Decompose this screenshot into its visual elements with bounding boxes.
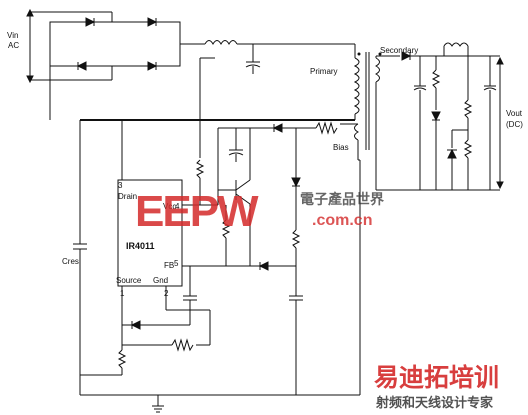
vout-dc-label: (DC) xyxy=(506,120,523,129)
edatop-cn-text: 易迪拓培训 xyxy=(374,363,499,392)
input-filter xyxy=(199,40,355,158)
vout-arrow xyxy=(496,56,504,190)
secondary-label: Secondary xyxy=(380,46,418,55)
edatop-sub-text: 射频和天线设计专家 xyxy=(375,395,494,410)
transformer-secondary xyxy=(374,42,500,191)
pin5-label: 5 xyxy=(174,259,179,268)
eepw-logo-text: EEPW xyxy=(135,187,259,236)
bridge-rectifier xyxy=(49,12,205,90)
control-ic xyxy=(117,120,296,300)
pin2-label: 2 xyxy=(164,289,169,298)
drain-label: Drain xyxy=(118,192,137,201)
transformer-primary xyxy=(80,44,370,150)
cres-circuit xyxy=(73,120,361,413)
cres-label: Cres xyxy=(62,257,79,266)
ac-input xyxy=(26,8,112,84)
ac-label: AC xyxy=(8,41,19,50)
source-label: Source xyxy=(116,276,142,285)
eepw-cn-text: 電子產品世界 xyxy=(300,191,385,207)
eepw-domain-text: .com.cn xyxy=(312,212,372,229)
primary-label: Primary xyxy=(310,67,338,76)
gnd-label: Gnd xyxy=(153,276,168,285)
transformer-bias xyxy=(218,121,360,178)
pin1-label: 1 xyxy=(120,289,125,298)
vout-label: Vout xyxy=(506,109,523,118)
edatop-watermark: 易迪拓培训 射频和天线设计专家 xyxy=(374,363,499,410)
eepw-watermark: EEPW 電子產品世界 .com.cn xyxy=(135,187,385,236)
vcc-label: Vcc xyxy=(163,202,176,211)
ic-name: IR4011 xyxy=(126,241,155,251)
vcc-circuit xyxy=(182,128,303,395)
bias-label: Bias xyxy=(333,143,349,152)
vin-label: Vin xyxy=(7,31,18,40)
pin3-label: 3 xyxy=(118,181,123,190)
pin4-label: 4 xyxy=(175,202,180,211)
fb-label: FB xyxy=(164,261,174,270)
